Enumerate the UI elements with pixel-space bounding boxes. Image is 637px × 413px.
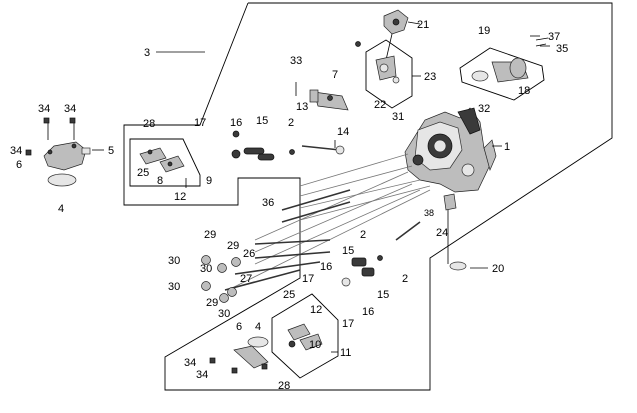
callout-2: 2 — [402, 273, 408, 285]
pin-14 — [301, 145, 341, 151]
callout-24: 24 — [436, 227, 448, 239]
callout-27: 27 — [240, 273, 252, 285]
callout-37: 37 — [548, 31, 560, 43]
callout-2: 2 — [360, 229, 366, 241]
callout-17: 17 — [302, 273, 314, 285]
callout-23: 23 — [424, 71, 436, 83]
gasket-4-bottom — [247, 336, 269, 348]
callout-29: 29 — [227, 240, 239, 252]
throttle-23 — [355, 41, 400, 84]
callout-17: 17 — [194, 117, 206, 129]
nuts-30 — [201, 255, 241, 303]
gasket-4 — [47, 173, 77, 187]
callout-32: 32 — [478, 103, 490, 115]
callout-34: 34 — [38, 103, 50, 115]
group-3-outline — [123, 2, 613, 391]
callout-30: 30 — [218, 308, 230, 320]
callout-6: 6 — [236, 321, 242, 333]
callout-28: 28 — [278, 380, 290, 392]
part-15-b — [257, 153, 275, 161]
callout-16: 16 — [320, 261, 332, 273]
leader-lines — [92, 21, 550, 353]
cover-6-bottom — [233, 345, 269, 369]
callout-34: 34 — [10, 145, 22, 157]
group-11-outline — [271, 293, 339, 379]
pin-lower — [395, 221, 421, 241]
cover-5 — [43, 120, 91, 171]
callout-21: 21 — [417, 19, 429, 31]
studs-26-27 — [224, 239, 331, 291]
part-16 — [231, 149, 241, 159]
callout-34: 34 — [196, 369, 208, 381]
callout-7: 7 — [332, 69, 338, 81]
callout-36: 36 — [262, 197, 274, 209]
spring-15-lower — [351, 257, 367, 267]
group-12-outline — [129, 138, 201, 187]
callout-16: 16 — [362, 306, 374, 318]
callout-4: 4 — [58, 203, 64, 215]
rocker-arms-12 — [139, 147, 185, 173]
callout-29: 29 — [204, 229, 216, 241]
callout-1: 1 — [504, 141, 510, 153]
sensor-21 — [383, 9, 409, 61]
callout-12: 12 — [174, 191, 186, 203]
callout-13: 13 — [296, 101, 308, 113]
callout-15: 15 — [256, 115, 268, 127]
callout-26: 26 — [243, 248, 255, 260]
callout-4: 4 — [255, 321, 261, 333]
callout-6: 6 — [16, 159, 22, 171]
intake-18 — [471, 37, 549, 83]
group-18-outline — [459, 47, 545, 101]
crankcase-main — [404, 107, 497, 193]
callout-10: 10 — [309, 339, 321, 351]
callout-17: 17 — [342, 318, 354, 330]
part-2-lower — [377, 255, 383, 261]
callout-35: 35 — [556, 43, 568, 55]
callout-2: 2 — [288, 117, 294, 129]
callout-14: 14 — [337, 126, 349, 138]
part-16-lower — [341, 277, 351, 287]
callout-34: 34 — [64, 103, 76, 115]
fitting-24 — [443, 193, 457, 211]
assembly-guides — [227, 153, 449, 291]
seal-20 — [449, 261, 467, 271]
callout-31: 31 — [392, 111, 404, 123]
callout-29: 29 — [206, 297, 218, 309]
callout-9: 9 — [206, 175, 212, 187]
callout-30: 30 — [168, 255, 180, 267]
callout-5: 5 — [108, 145, 114, 157]
callout-22: 22 — [374, 99, 386, 111]
callout-labels: 1 2 2 2 3 4 4 5 6 6 7 8 9 10 11 12 12 13… — [10, 19, 568, 392]
callout-3: 3 — [144, 47, 150, 59]
part-15 — [243, 147, 265, 155]
callout-19: 19 — [478, 25, 490, 37]
callout-20: 20 — [492, 263, 504, 275]
callout-15: 15 — [342, 245, 354, 257]
part-16b — [232, 130, 240, 138]
callout-33: 33 — [290, 55, 302, 67]
callout-30: 30 — [200, 263, 212, 275]
rocker-arms-11 — [287, 323, 323, 351]
camshaft-7 — [295, 82, 349, 111]
pin-14-head — [335, 145, 345, 155]
callout-15: 15 — [377, 289, 389, 301]
callout-30: 30 — [168, 281, 180, 293]
callout-28: 28 — [143, 118, 155, 130]
callout-8: 8 — [157, 175, 163, 187]
spring-15-lower-b — [361, 267, 375, 277]
studs-36 — [281, 189, 351, 223]
callout-18: 18 — [518, 85, 530, 97]
callout-25: 25 — [283, 289, 295, 301]
callout-25: 25 — [137, 167, 149, 179]
group-23-outline — [365, 39, 413, 109]
callout-38: 38 — [424, 208, 434, 218]
bolts-34 — [25, 117, 268, 374]
callout-34: 34 — [184, 357, 196, 369]
callout-12: 12 — [310, 304, 322, 316]
callout-11: 11 — [340, 347, 351, 359]
callout-16: 16 — [230, 117, 242, 129]
part-2 — [289, 149, 295, 155]
